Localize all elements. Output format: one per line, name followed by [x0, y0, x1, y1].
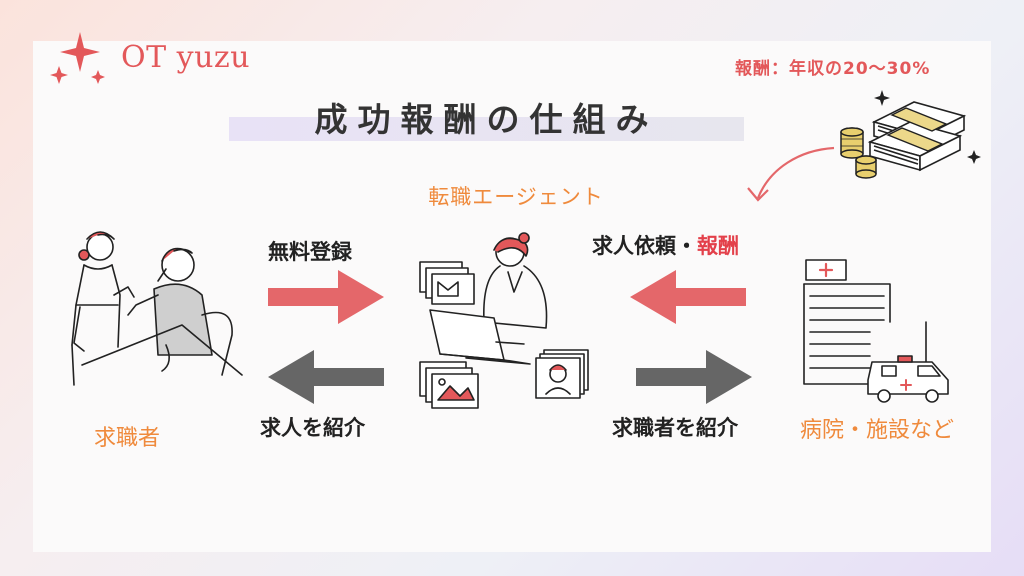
money-stack-illustration [840, 90, 981, 179]
flow-job-request-reward: 報酬 [697, 234, 739, 258]
arrow-right-gray [636, 350, 752, 404]
sparkle-logo-icon [50, 32, 105, 84]
reward-note: 報酬：年収の20〜30% [735, 59, 931, 79]
flow-introduce-seekers: 求職者を紹介 [612, 416, 738, 440]
brand-name: OT yuzu [121, 40, 251, 75]
arrow-left-gray [268, 350, 384, 404]
job-seeker-illustration [71, 231, 243, 386]
flow-introduce-jobs: 求人を紹介 [260, 416, 365, 440]
job-seeker-label: 求職者 [94, 426, 161, 451]
flow-job-request-prefix: 求人依頼・ [592, 234, 697, 258]
agent-illustration [419, 232, 589, 409]
flow-free-registration: 無料登録 [268, 240, 352, 264]
title-highlight [229, 117, 744, 141]
facility-illustration [803, 259, 949, 403]
reward-curve-arrow [747, 146, 835, 202]
arrow-right-red [268, 270, 384, 324]
page-title: 成功報酬の仕組み [314, 100, 659, 139]
flow-job-request: 求人依頼・報酬 [592, 230, 739, 260]
arrow-left-red [630, 270, 746, 324]
agent-label: 転職エージェント [428, 185, 604, 209]
facility-label: 病院・施設など [800, 418, 955, 443]
